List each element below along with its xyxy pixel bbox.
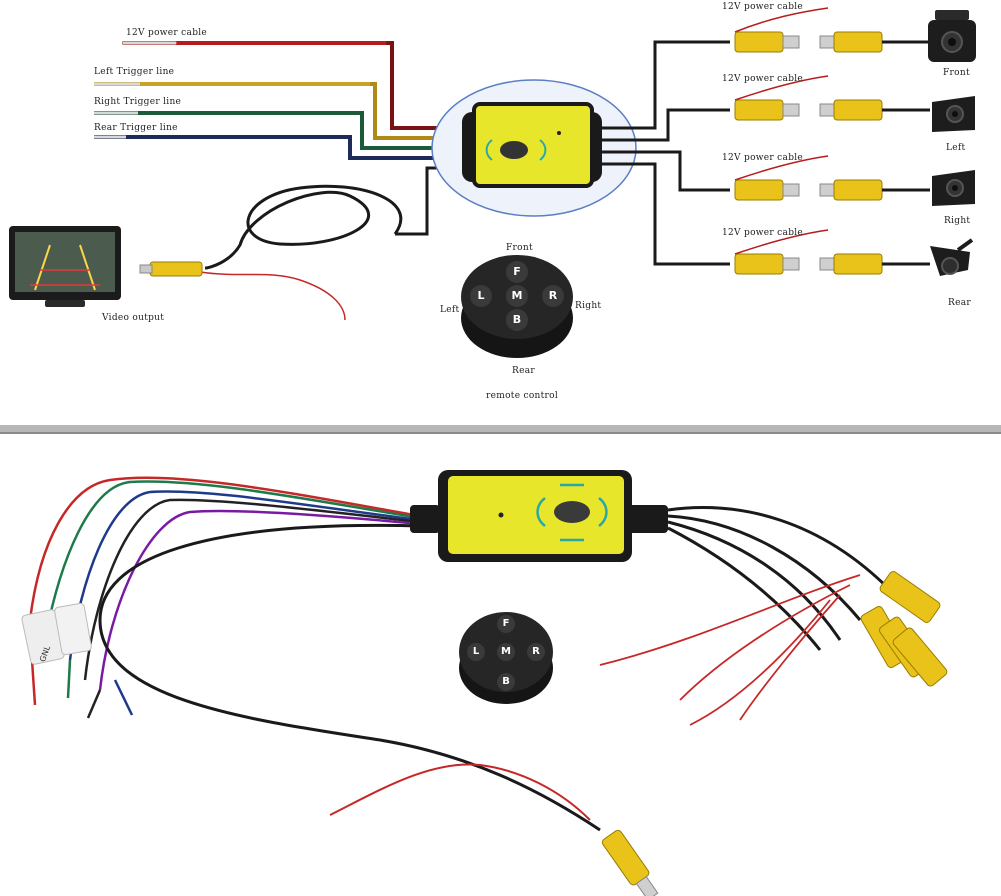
- remote-control-icon: [461, 255, 573, 358]
- section-divider: [0, 425, 1001, 433]
- rca-pair-front: [734, 31, 930, 53]
- power-wire: [122, 41, 457, 130]
- photo-wire-ends: [30, 659, 134, 719]
- photo-output-rcas: [860, 571, 948, 687]
- monitor-icon: [9, 226, 121, 307]
- label-power-rear: 12V power cable: [722, 228, 804, 238]
- left-trigger-wire: [94, 82, 455, 140]
- remote-key-rear[interactable]: B: [512, 313, 522, 326]
- label-power-left: 12V power cable: [722, 74, 804, 84]
- rca-pair-right: [734, 179, 930, 201]
- remote-key-menu[interactable]: M: [511, 289, 523, 302]
- right-trigger-wire: [94, 111, 455, 150]
- photo-remote-key-front[interactable]: F: [502, 618, 510, 629]
- photo-control-module: [410, 470, 668, 562]
- camera-right-icon: [932, 170, 975, 206]
- label-remote-control: remote control: [486, 391, 559, 401]
- camera-front-icon: [928, 10, 976, 62]
- photo-remote-control: [459, 612, 553, 704]
- label-camera-rear: Rear: [948, 298, 971, 308]
- label-right-trigger: Right Trigger line: [94, 97, 182, 107]
- photo-remote-key-rear[interactable]: B: [502, 676, 510, 687]
- label-remote-rear: Rear: [512, 366, 535, 376]
- label-rear-trigger: Rear Trigger line: [94, 123, 178, 133]
- label-camera-right: Right: [944, 216, 971, 226]
- remote-key-left[interactable]: L: [477, 289, 485, 302]
- photo-remote-key-right[interactable]: R: [532, 646, 540, 657]
- photo-remote-key-menu[interactable]: M: [501, 646, 511, 657]
- camera-rear-icon: [930, 238, 974, 276]
- rear-trigger-wire: [94, 135, 455, 160]
- rca-pair-left: [734, 99, 930, 121]
- remote-key-front[interactable]: F: [513, 265, 521, 278]
- label-remote-front: Front: [506, 243, 533, 253]
- photo-label-tags: [21, 602, 92, 665]
- photo-video-rca: [601, 829, 659, 896]
- camera-power-wires: [734, 7, 829, 255]
- label-remote-right: Right: [575, 301, 602, 311]
- label-video-output: Video output: [102, 313, 165, 323]
- video-output-cable: [204, 166, 455, 270]
- photo-output-power: [599, 574, 861, 726]
- rca-pair-rear: [734, 253, 930, 275]
- label-remote-left: Left: [440, 305, 460, 315]
- label-power-front: 12V power cable: [722, 2, 804, 12]
- label-power-right: 12V power cable: [722, 153, 804, 163]
- photo-remote-key-left[interactable]: L: [472, 646, 480, 657]
- label-left-trigger: Left Trigger line: [94, 67, 175, 77]
- photo-output-wires: [667, 506, 892, 651]
- label-camera-left: Left: [946, 143, 966, 153]
- video-rca-connector: [139, 261, 203, 277]
- camera-output-wires: [602, 40, 730, 266]
- remote-key-right[interactable]: R: [548, 289, 558, 302]
- control-module: [462, 102, 602, 188]
- camera-left-icon: [932, 96, 975, 132]
- photo-video-cable: [98, 523, 601, 832]
- photo-input-wires: [28, 476, 421, 691]
- label-12v-power: 12V power cable: [126, 28, 208, 38]
- label-camera-front: Front: [943, 68, 970, 78]
- photo-video-power-wire: [329, 763, 591, 821]
